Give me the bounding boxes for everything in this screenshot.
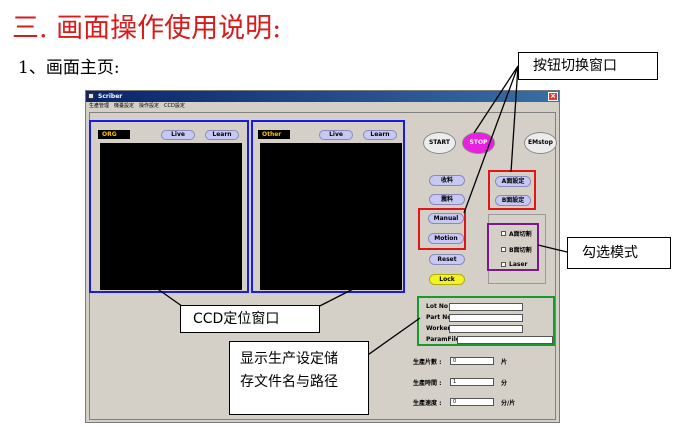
leader-stop (473, 65, 519, 134)
lot-input[interactable] (449, 303, 523, 311)
ccd-right-highlight (251, 120, 405, 293)
mode-laser-label: Laser (509, 261, 528, 268)
count-label: 生產片數 : (413, 359, 442, 366)
callout-file-info-line1: 显示生产设定储 (240, 351, 338, 367)
speed-value: 0 (450, 398, 494, 406)
lot-label: Lot No : (426, 303, 453, 310)
manual-motion-highlight (418, 208, 466, 250)
section-title: 1、画面主页: (18, 58, 120, 78)
manual-button[interactable]: Manual (428, 213, 464, 224)
app-icon (88, 93, 94, 99)
worker-input[interactable] (449, 325, 523, 333)
live-button-other[interactable]: Live (319, 130, 353, 140)
time-label: 生產時間 : (413, 380, 442, 387)
callout-ccd-window: CCD定位窗口 (180, 305, 320, 333)
window-title: Scriber (98, 93, 123, 100)
mode-laser[interactable]: Laser (501, 261, 527, 268)
mode-a-cut-label: A面切割 (509, 231, 532, 238)
a-face-setting-button[interactable]: A面設定 (495, 176, 531, 187)
menu-ccd[interactable]: CCD設定 (164, 103, 185, 109)
menu-operation[interactable]: 操作設定 (139, 103, 160, 109)
mode-highlight (487, 223, 539, 271)
mode-b-cut[interactable]: B面切割 (501, 245, 532, 254)
face-setting-highlight (488, 170, 536, 210)
live-button-org[interactable]: Live (161, 130, 195, 140)
ccd-tag-other: Other (258, 130, 290, 139)
ccd-left-highlight (89, 120, 249, 293)
callout-file-info: 显示生产设定储 存文件名与路径 (229, 341, 369, 415)
leader-face (510, 65, 519, 173)
param-file-input[interactable] (457, 336, 553, 344)
part-input[interactable] (449, 314, 523, 322)
emstop-button[interactable]: EMstop (524, 132, 557, 154)
motion-button[interactable]: Motion (428, 233, 464, 244)
mode-a-cut[interactable]: A面切割 (501, 229, 532, 238)
count-unit: 片 (501, 359, 508, 366)
mode-b-cut-label: B面切割 (509, 247, 532, 254)
worker-label: Worker : (426, 325, 455, 332)
ccd-view-org (100, 143, 242, 290)
menu-machine[interactable]: 機臺設定 (114, 103, 135, 109)
b-face-setting-button[interactable]: B面設定 (495, 195, 531, 206)
callout-file-info-line2: 存文件名与路径 (240, 374, 338, 390)
ccd-panel-other: Other Live Learn (253, 127, 406, 295)
speed-label: 生產速度 : (413, 400, 442, 407)
ccd-view-other (260, 143, 402, 290)
count-value: 0 (450, 357, 494, 365)
ccd-tag-org: ORG (98, 130, 130, 139)
leader-mode (537, 244, 568, 253)
page-heading: 三. 画面操作使用说明: (12, 13, 282, 44)
callout-mode: 勾选模式 (567, 237, 671, 269)
stop-button[interactable]: STOP (462, 132, 495, 154)
start-button[interactable]: START (423, 132, 456, 154)
time-unit: 分 (501, 380, 508, 387)
param-label: ParamFile : (426, 336, 465, 343)
time-value: 1 (450, 378, 494, 386)
feed-button[interactable]: 震料 (429, 194, 465, 205)
file-info-highlight (417, 296, 555, 346)
menu-production[interactable]: 生產管理 (89, 103, 110, 109)
learn-button-org[interactable]: Learn (205, 130, 239, 140)
lock-button[interactable]: Lock (429, 274, 465, 285)
part-label: Part No : (426, 314, 456, 321)
callout-switch-window: 按钮切换窗口 (518, 52, 658, 80)
receive-button[interactable]: 收料 (429, 175, 465, 186)
speed-unit: 分/片 (501, 400, 516, 407)
ccd-panel-org: ORG Live Learn (93, 127, 246, 295)
checkbox-icon[interactable] (501, 262, 506, 267)
close-button[interactable]: × (548, 92, 558, 101)
title-bar: Scriber × (86, 91, 559, 102)
menu-bar: 生產管理 機臺設定 操作設定 CCD設定 (86, 102, 559, 110)
leader-manual (463, 65, 519, 214)
checkbox-icon[interactable] (501, 247, 506, 252)
learn-button-other[interactable]: Learn (363, 130, 397, 140)
checkbox-icon[interactable] (501, 231, 506, 236)
reset-button[interactable]: Reset (429, 254, 465, 265)
